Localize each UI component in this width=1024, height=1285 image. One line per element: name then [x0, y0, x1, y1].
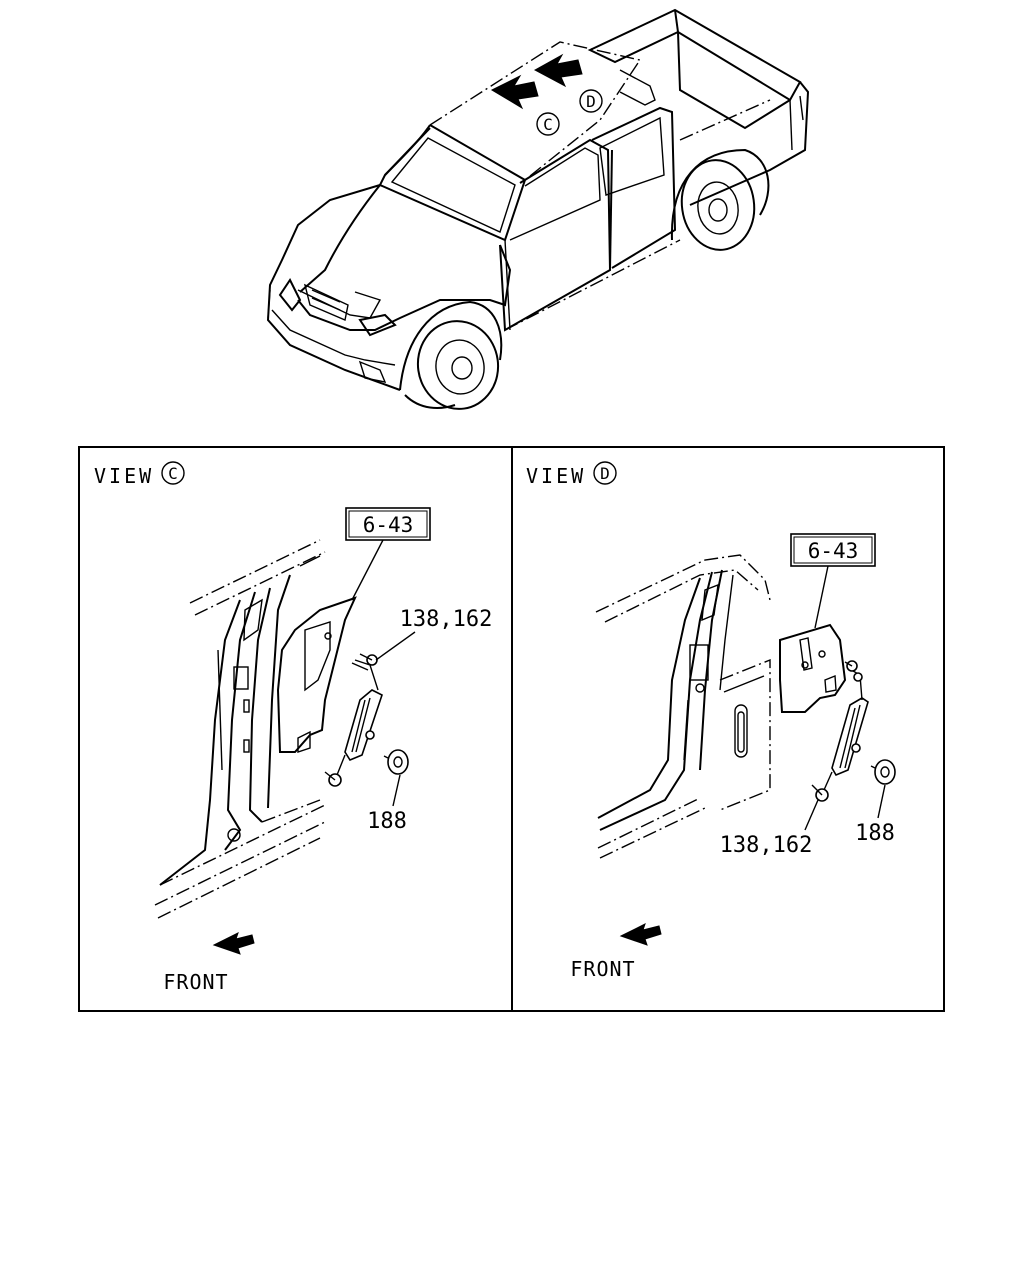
view-c-body-pillar [154, 539, 326, 919]
view-d-arrow [533, 53, 583, 88]
view-marker-c-label: C [543, 115, 553, 134]
view-c-ref-box-label: 6-43 [363, 513, 414, 537]
view-marker-d-label: D [586, 92, 596, 111]
view-d-belt-anchor [811, 660, 869, 802]
view-d-trim-panel [779, 623, 847, 713]
view-c-title-marker: C [161, 461, 185, 485]
truck-overview: C D [266, 8, 810, 410]
front-wheel [399, 300, 503, 410]
view-d-bolt-leader [804, 799, 819, 831]
view-c-title-marker-label: C [168, 464, 178, 483]
view-c-ref-box[interactable]: 6-43 [345, 507, 431, 541]
view-d-title-marker-label: D [600, 464, 610, 483]
view-d-body-pillar [595, 554, 771, 859]
view-c-title: VIEW [94, 464, 154, 488]
view-c-callout-bolt: 138,162 [400, 607, 493, 632]
view-c-callout-clip: 188 [367, 809, 407, 834]
view-c-clip-leader [392, 774, 401, 807]
view-d-ref-box-label: 6-43 [808, 539, 859, 563]
view-d-clip-188 [870, 759, 896, 785]
view-d-clip-leader [877, 784, 886, 819]
view-c-clip-188 [383, 749, 409, 775]
view-d-front-arrow [619, 923, 662, 946]
view-marker-c: C [536, 112, 560, 136]
view-d-title: VIEW [526, 464, 586, 488]
view-d-ref-box[interactable]: 6-43 [790, 533, 876, 567]
truck-cab [378, 41, 681, 332]
view-marker-d: D [579, 89, 603, 113]
view-c-bolt-leader [375, 631, 416, 661]
view-c-ref-leader [351, 539, 384, 601]
view-c-front-label: FRONT [163, 970, 228, 994]
view-c-front-arrow [212, 932, 255, 955]
view-d-title-marker: D [593, 461, 617, 485]
view-c-panel: VIEW C [94, 461, 493, 994]
view-d-ref-leader [814, 565, 829, 629]
view-c-arrow [490, 74, 539, 110]
view-d-callout-bolt: 138,162 [720, 833, 813, 858]
truck-bed [587, 8, 810, 206]
truck-front [266, 184, 512, 391]
view-c-trim-panel [276, 596, 357, 753]
view-d-front-label: FRONT [570, 957, 635, 981]
view-d-callout-clip: 188 [855, 821, 895, 846]
view-c-belt-anchor [324, 653, 383, 787]
rear-wheel [670, 148, 770, 251]
view-d-panel: VIEW D [526, 461, 896, 981]
